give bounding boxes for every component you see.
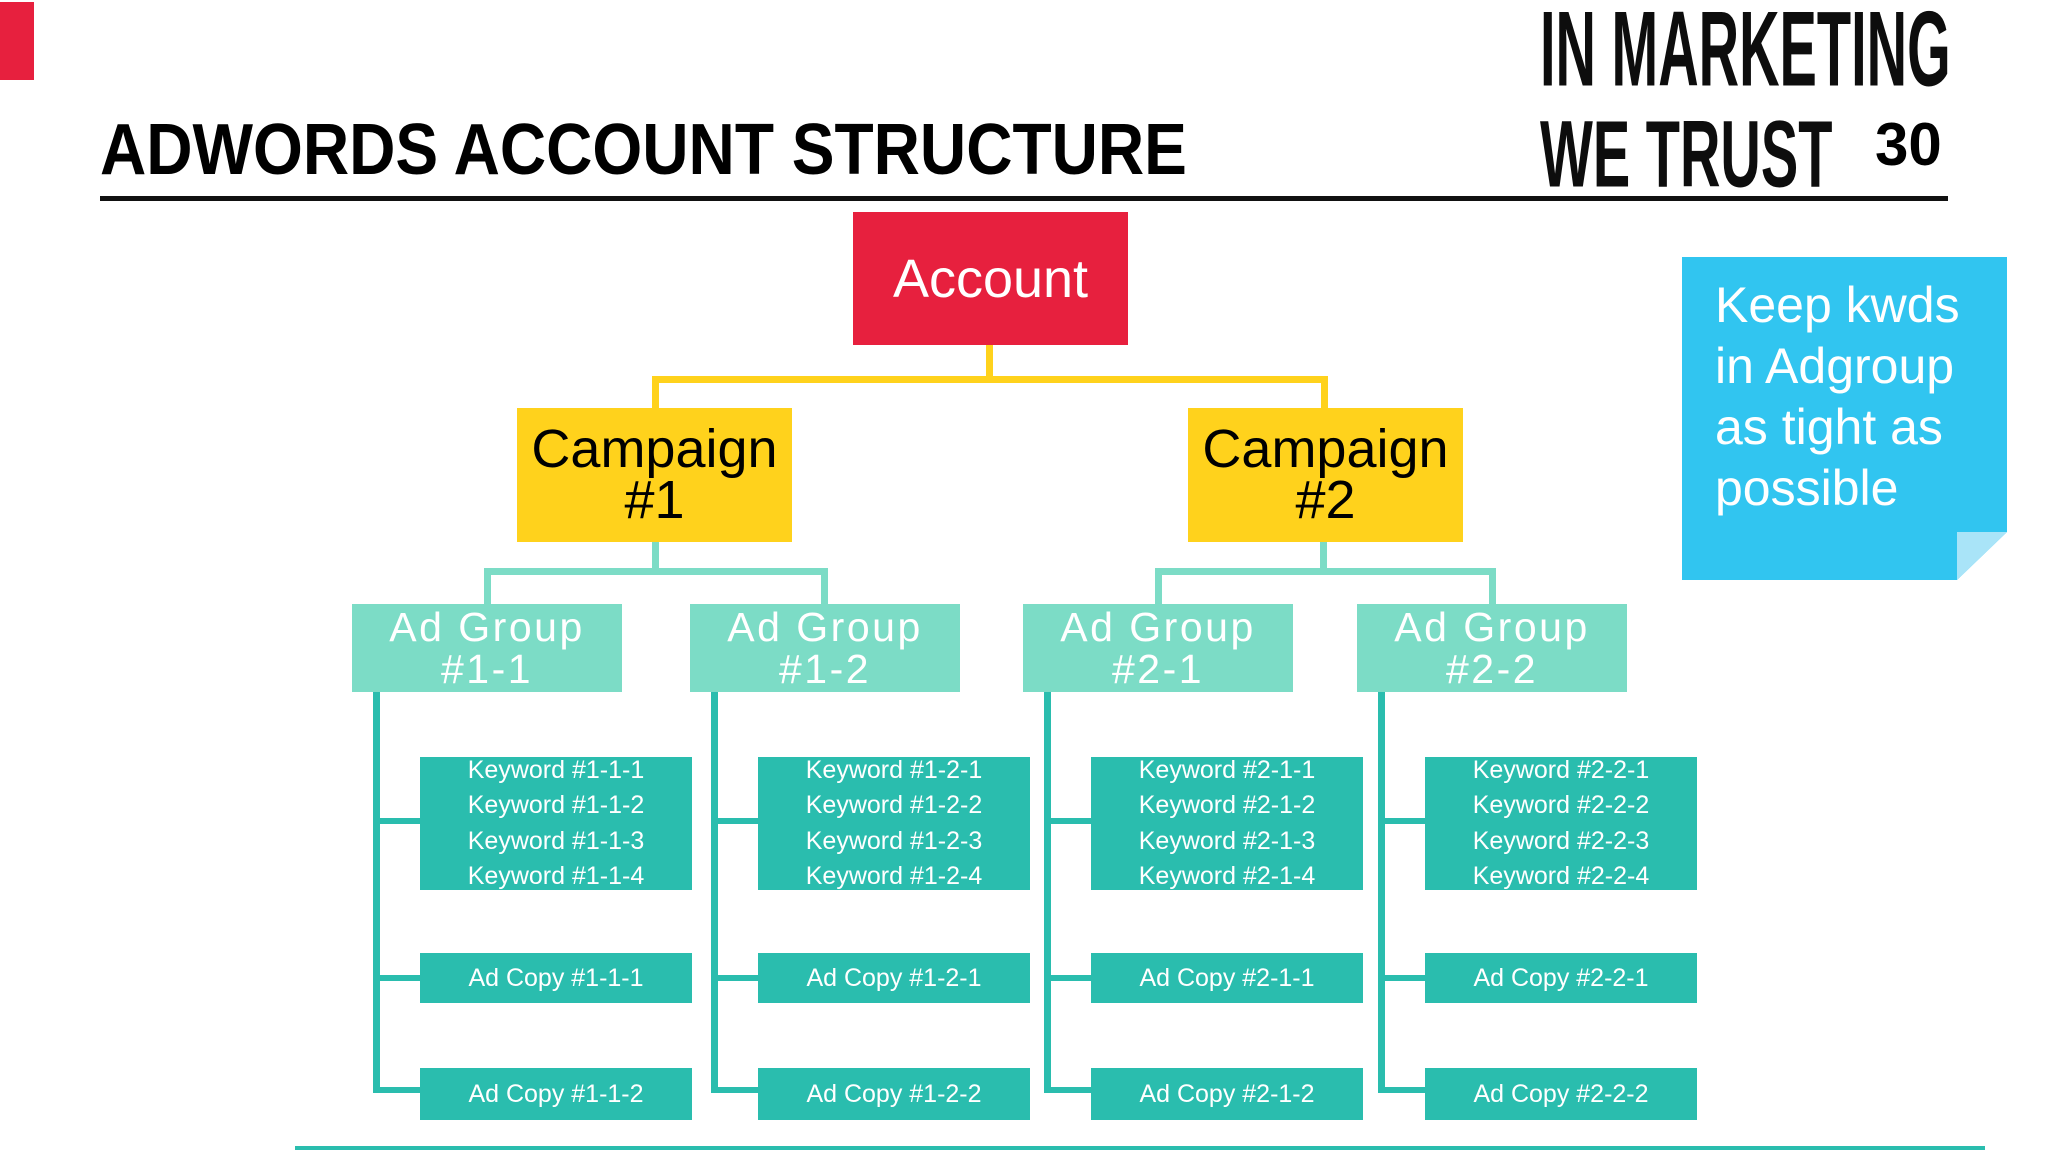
connector-adgroup11-stub: [484, 575, 491, 604]
keyword-item: Keyword #1-2-1: [805, 755, 983, 784]
node-adgroup-1-1: Ad Group #1-1: [352, 604, 622, 692]
node-adgroup-2-2: Ad Group #2-2: [1357, 604, 1627, 692]
connector-campaign1-stub: [652, 383, 659, 408]
connector-c2-down: [1320, 542, 1327, 570]
connector-adgroup22-stub: [1489, 575, 1496, 604]
stub-adcopy-2-2-2: [1378, 1087, 1425, 1093]
connector-adgroup21-stub: [1155, 575, 1162, 604]
bottom-accent-line: [295, 1146, 1985, 1150]
keyword-item: Keyword #2-1-4: [1138, 862, 1316, 890]
adcopy-label: Ad Copy #2-1-2: [1139, 1080, 1315, 1108]
node-campaign-2: Campaign #2: [1188, 408, 1463, 542]
keyword-item: Keyword #1-1-2: [467, 791, 645, 819]
sticky-note-line: possible: [1715, 460, 1899, 516]
stub-adcopy-2-1-1: [1044, 975, 1091, 981]
keyword-item: Keyword #2-2-1: [1472, 755, 1650, 784]
connector-adgroup12-stub: [821, 575, 828, 604]
node-account-label: Account: [892, 248, 1089, 309]
campaign1-label: Campaign: [531, 419, 778, 479]
sticky-note-line: as tight as: [1715, 399, 1943, 455]
trunk-adgroup-1-1: [373, 692, 380, 1093]
node-keywords-2-2: Keyword #2-2-1 Keyword #2-2-2 Keyword #2…: [1425, 756, 1697, 890]
stub-keywords-2-2: [1378, 818, 1425, 824]
keyword-item: Keyword #1-1-4: [467, 862, 645, 890]
adgroup11-label: Ad Group: [389, 604, 585, 650]
node-keywords-2-1: Keyword #2-1-1 Keyword #2-1-2 Keyword #2…: [1091, 756, 1363, 890]
stub-adcopy-2-1-2: [1044, 1087, 1091, 1093]
keyword-item: Keyword #2-2-4: [1472, 862, 1650, 890]
node-adcopy-1-2-2: Ad Copy #1-2-2: [758, 1068, 1030, 1120]
stub-adcopy-1-1-1: [373, 975, 420, 981]
connector-c1-down: [652, 542, 659, 570]
node-account: Account: [853, 212, 1128, 345]
adgroup21-label: Ad Group: [1060, 604, 1256, 650]
campaign2-number: #2: [1295, 470, 1356, 530]
node-adgroup-1-2: Ad Group #1-2: [690, 604, 960, 692]
stub-keywords-1-1: [373, 818, 420, 824]
adgroup22-label: Ad Group: [1394, 604, 1590, 650]
adcopy-label: Ad Copy #1-2-2: [806, 1080, 982, 1108]
campaign1-number: #1: [624, 470, 685, 530]
adgroup12-number: #1-2: [778, 646, 872, 692]
stub-adcopy-1-1-2: [373, 1087, 420, 1093]
keyword-item: Keyword #1-2-3: [805, 826, 983, 855]
stub-keywords-2-1: [1044, 818, 1091, 824]
adgroup11-number: #1-1: [440, 646, 534, 692]
node-adcopy-1-1-2: Ad Copy #1-1-2: [420, 1068, 692, 1120]
adcopy-label: Ad Copy #2-1-1: [1139, 964, 1315, 992]
node-adcopy-1-1-1: Ad Copy #1-1-1: [420, 953, 692, 1003]
node-keywords-1-1: Keyword #1-1-1 Keyword #1-1-2 Keyword #1…: [420, 756, 692, 890]
adcopy-label: Ad Copy #1-2-1: [806, 964, 982, 992]
keyword-item: Keyword #2-2-3: [1472, 826, 1650, 855]
sticky-note-fold: [1957, 532, 2007, 580]
adcopy-label: Ad Copy #1-1-1: [468, 964, 644, 992]
node-adcopy-2-2-2: Ad Copy #2-2-2: [1425, 1068, 1697, 1120]
keyword-item: Keyword #2-2-2: [1472, 791, 1650, 819]
stub-adcopy-1-2-2: [711, 1087, 758, 1093]
stub-adcopy-1-2-1: [711, 975, 758, 981]
sticky-note-line: in Adgroup: [1715, 338, 1955, 394]
trunk-adgroup-1-2: [711, 692, 718, 1093]
slide-title: ADWORDS ACCOUNT STRUCTURE: [100, 110, 1187, 190]
keyword-item: Keyword #2-1-2: [1138, 791, 1316, 819]
logo-line1: IN MARKETING: [1540, 0, 1951, 109]
corner-accent-bar: [0, 2, 34, 80]
trunk-adgroup-2-1: [1044, 692, 1051, 1093]
adcopy-label: Ad Copy #2-2-2: [1473, 1080, 1649, 1108]
keyword-item: Keyword #1-2-2: [805, 791, 983, 819]
node-campaign-1: Campaign #1: [517, 408, 792, 542]
keyword-item: Keyword #2-1-3: [1138, 826, 1316, 855]
connector-account-stub: [986, 345, 993, 378]
title-underline: [100, 196, 1948, 201]
node-keywords-1-2: Keyword #1-2-1 Keyword #1-2-2 Keyword #1…: [758, 756, 1030, 890]
node-adcopy-1-2-1: Ad Copy #1-2-1: [758, 953, 1030, 1003]
adcopy-label: Ad Copy #1-1-2: [468, 1080, 644, 1108]
keyword-item: Keyword #1-1-1: [467, 755, 645, 784]
connector-c1-hline: [484, 568, 828, 575]
node-adgroup-2-1: Ad Group #2-1: [1023, 604, 1293, 692]
adgroup22-number: #2-2: [1445, 646, 1539, 692]
page-number: 30: [1875, 111, 1942, 178]
connector-campaign2-stub: [1321, 383, 1328, 408]
stub-keywords-1-2: [711, 818, 758, 824]
sticky-note-line: Keep kwds: [1715, 277, 1960, 333]
sticky-note: Keep kwds in Adgroup as tight as possibl…: [1682, 257, 2007, 580]
keyword-item: Keyword #2-1-1: [1138, 755, 1316, 784]
adgroup12-label: Ad Group: [727, 604, 923, 650]
node-adcopy-2-1-1: Ad Copy #2-1-1: [1091, 953, 1363, 1003]
node-adcopy-2-1-2: Ad Copy #2-1-2: [1091, 1068, 1363, 1120]
stub-adcopy-2-2-1: [1378, 975, 1425, 981]
keyword-item: Keyword #1-2-4: [805, 862, 983, 890]
campaign2-label: Campaign: [1202, 419, 1449, 479]
trunk-adgroup-2-2: [1378, 692, 1385, 1093]
connector-c2-hline: [1155, 568, 1496, 575]
keyword-item: Keyword #1-1-3: [467, 826, 645, 855]
adgroup21-number: #2-1: [1111, 646, 1205, 692]
connector-campaigns-hline: [652, 376, 1328, 383]
logo-line2: WE TRUST: [1540, 100, 1833, 207]
adcopy-label: Ad Copy #2-2-1: [1473, 964, 1649, 992]
node-adcopy-2-2-1: Ad Copy #2-2-1: [1425, 953, 1697, 1003]
